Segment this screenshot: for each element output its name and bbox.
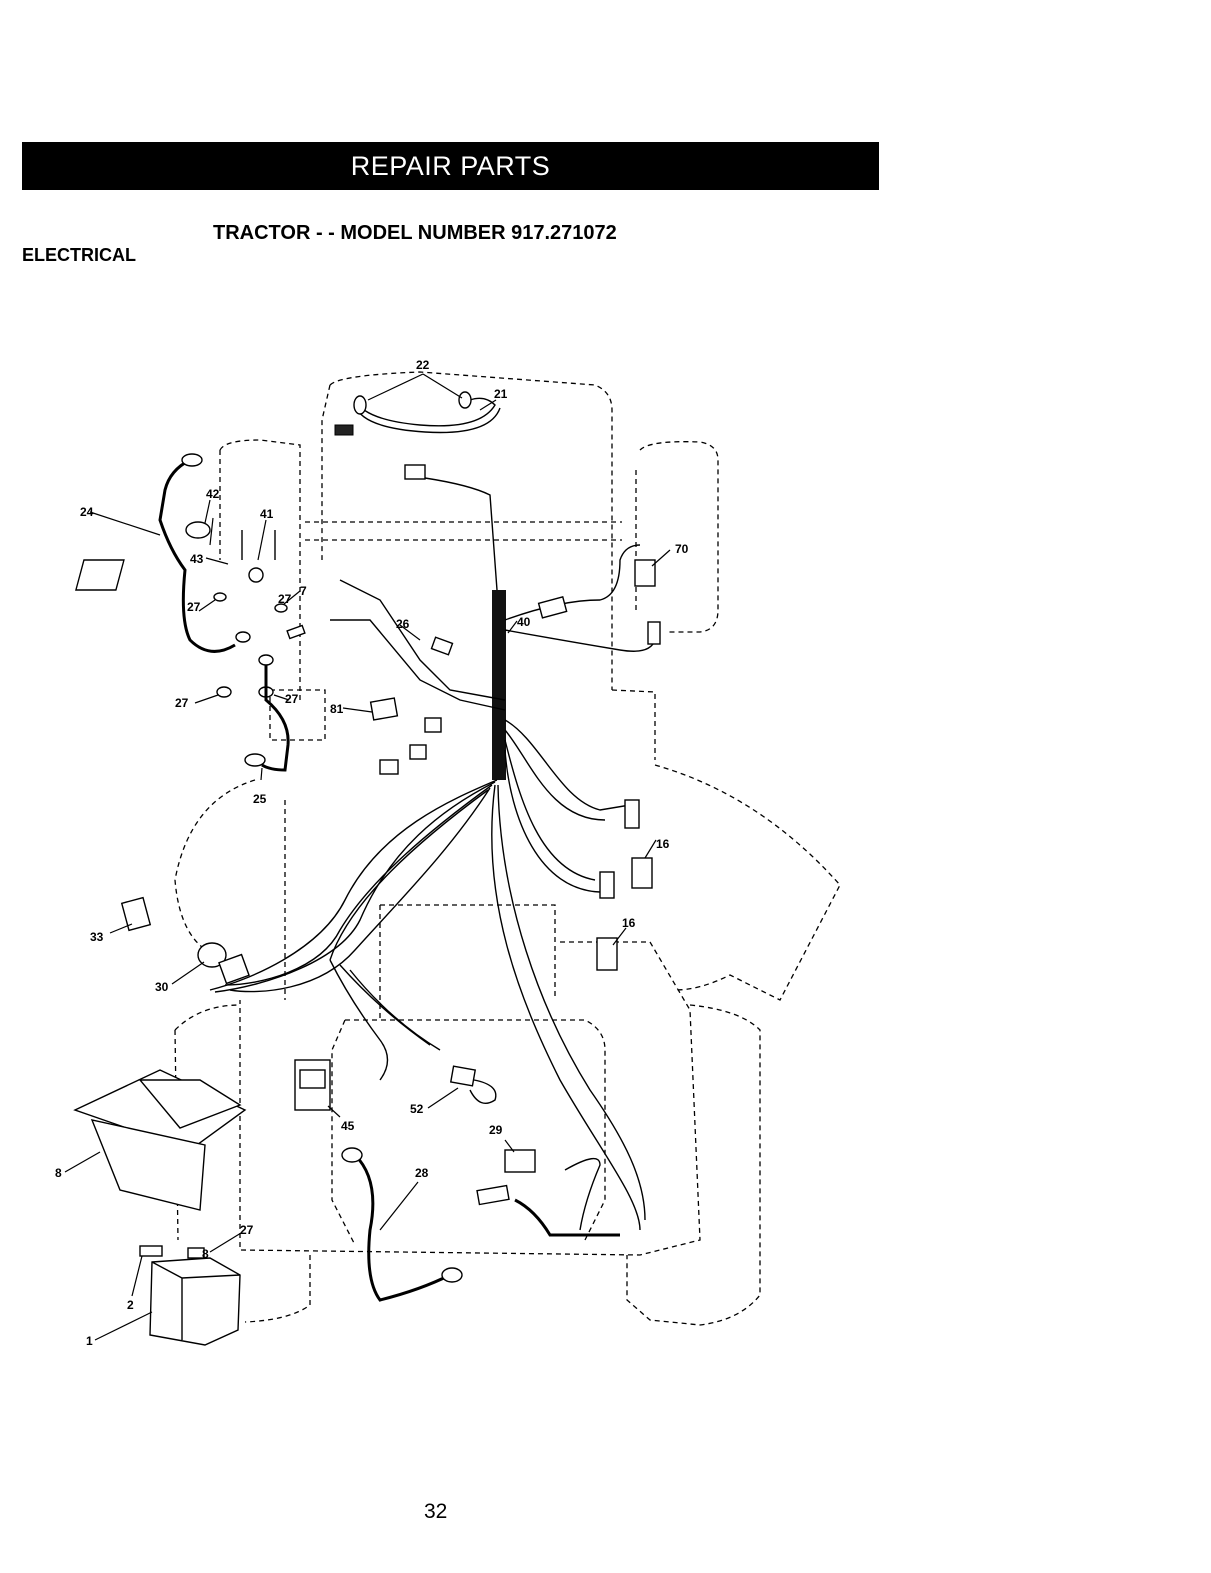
callout-41: 41 <box>260 507 274 521</box>
callout-25: 25 <box>253 792 267 806</box>
callout-33: 33 <box>90 930 104 944</box>
callout-8: 8 <box>202 1247 209 1261</box>
callout-27: 27 <box>278 592 292 606</box>
callout-40: 40 <box>517 615 531 629</box>
main-wiring-harness <box>210 465 660 1230</box>
callout-1: 1 <box>86 1334 93 1348</box>
callout-81: 81 <box>330 702 344 716</box>
lower-components <box>295 1060 620 1300</box>
callout-27: 27 <box>240 1223 254 1237</box>
callout-8: 8 <box>55 1166 62 1180</box>
chassis-outline <box>175 372 840 1325</box>
callout-22: 22 <box>416 358 430 372</box>
callout-24: 24 <box>80 505 94 519</box>
callout-45: 45 <box>341 1119 355 1133</box>
callout-43: 43 <box>190 552 204 566</box>
battery <box>140 1246 240 1345</box>
callout-16: 16 <box>656 837 670 851</box>
callout-21: 21 <box>494 387 508 401</box>
callout-30: 30 <box>155 980 169 994</box>
callout-7: 7 <box>300 584 307 598</box>
callout-27: 27 <box>175 696 189 710</box>
battery-box <box>75 1070 245 1210</box>
callout-70: 70 <box>675 542 689 556</box>
connectors <box>122 560 655 983</box>
leader-lines <box>65 512 670 1340</box>
headlight-harness <box>335 374 500 435</box>
callout-27: 27 <box>285 692 299 706</box>
callout-2: 2 <box>127 1298 134 1312</box>
callout-26: 26 <box>396 617 410 631</box>
callout-29: 29 <box>489 1123 503 1137</box>
callout-52: 52 <box>410 1102 424 1116</box>
callout-27: 27 <box>187 600 201 614</box>
page-number: 32 <box>424 1500 447 1524</box>
callout-28: 28 <box>415 1166 429 1180</box>
callout-16: 16 <box>622 916 636 930</box>
callout-42: 42 <box>206 487 220 501</box>
